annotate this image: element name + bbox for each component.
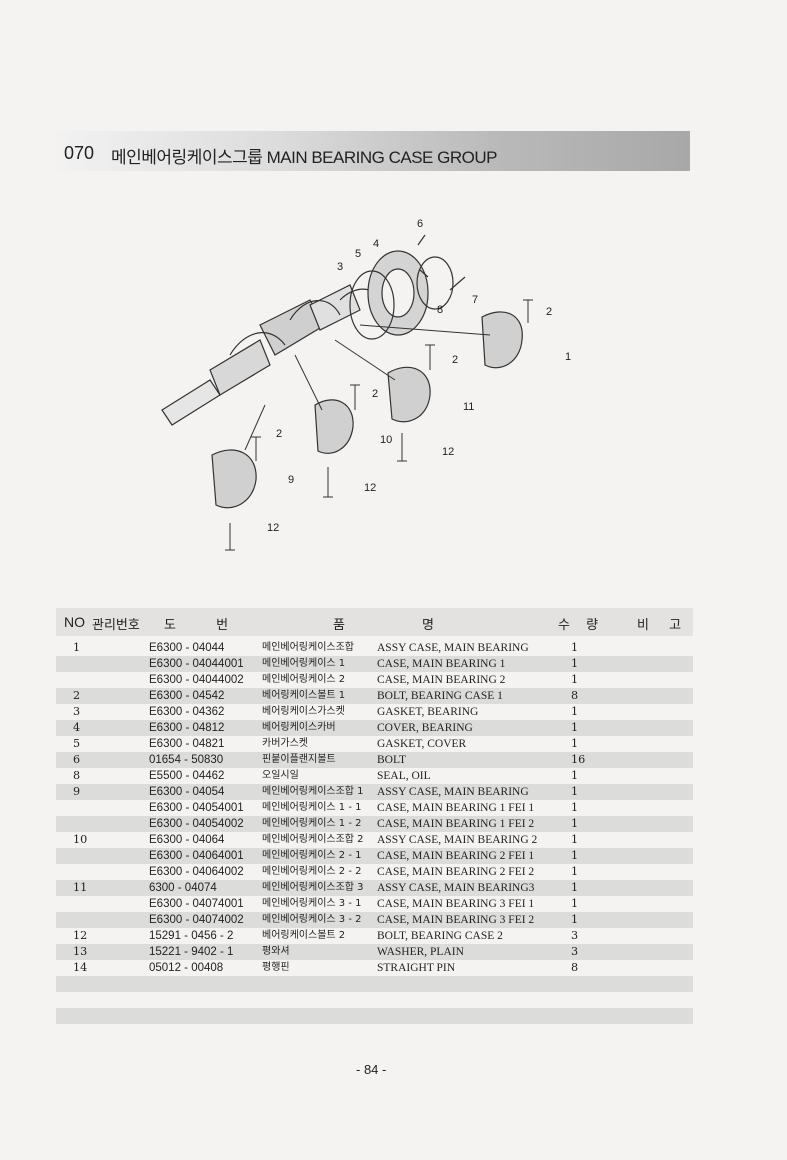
svg-text:2: 2 [276, 428, 282, 440]
section-title: 메인베어링케이스그룹 MAIN BEARING CASE GROUP [111, 148, 497, 167]
exploded-parts-diagram: 6 4 5 3 7 8 2 1 2 2 11 10 2 12 9 12 12 [161, 218, 571, 551]
col-header-quantity: 수 량 [558, 618, 605, 633]
leader-lines [244, 324, 491, 451]
svg-text:12: 12 [442, 446, 454, 458]
svg-text:10: 10 [380, 434, 392, 446]
table-row-empty [56, 1008, 693, 1024]
col-header-part-name-1: 품 [333, 618, 345, 633]
section-code: 070 [64, 143, 95, 163]
col-header-drawing-number: 도 번 [164, 618, 247, 633]
svg-text:6: 6 [417, 218, 423, 230]
main-bearing-case-drawing [349, 234, 466, 340]
svg-text:11: 11 [463, 401, 474, 413]
col-header-mgmt-number: 관리번호 [92, 618, 140, 633]
svg-text:12: 12 [364, 482, 376, 494]
page-number: - 84 - [356, 1062, 387, 1077]
col-header-part-name-2: 명 [422, 618, 434, 633]
bearing-cap-drawings [211, 311, 523, 509]
section-header-bar [56, 131, 690, 171]
table-row-empty [56, 976, 693, 992]
svg-text:7: 7 [472, 294, 478, 306]
col-header-remarks: 비 고 [637, 618, 690, 633]
part-callouts: 6 4 5 3 7 8 2 1 2 2 11 10 2 12 9 12 12 [267, 218, 571, 534]
svg-text:2: 2 [372, 388, 378, 400]
parts-table-header [56, 608, 693, 636]
svg-text:2: 2 [452, 354, 458, 366]
svg-text:9: 9 [288, 474, 294, 486]
svg-text:3: 3 [337, 261, 343, 273]
svg-text:12: 12 [267, 522, 279, 534]
svg-text:2: 2 [546, 306, 552, 318]
col-header-no: NO [64, 614, 85, 630]
svg-text:1: 1 [565, 351, 571, 363]
crankshaft-drawing [161, 284, 383, 426]
svg-text:8: 8 [437, 304, 443, 316]
svg-text:5: 5 [355, 248, 361, 260]
table-row-empty [56, 992, 693, 1008]
bolt-drawings [225, 299, 533, 551]
svg-text:4: 4 [373, 238, 379, 250]
